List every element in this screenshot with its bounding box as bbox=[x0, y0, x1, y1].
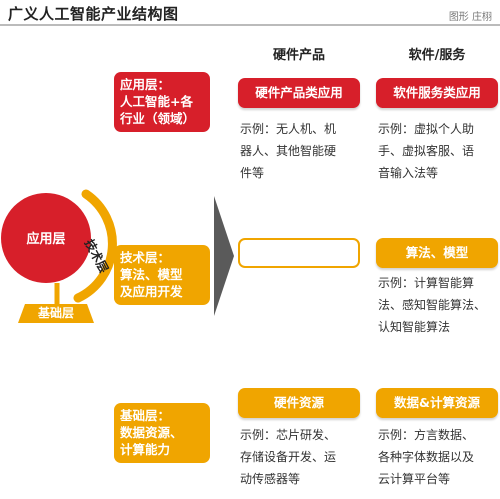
globe-illustration bbox=[1, 189, 117, 323]
hardware-tech-empty-box bbox=[238, 238, 360, 268]
hardware-app-example: 示例：无人机、机 器人、其他智能硬 件等 bbox=[240, 122, 337, 180]
app-layer-label: 应用层： 人工智能+各 行业（领域） bbox=[114, 72, 210, 132]
software-base-example: 示例：方言数据、 各种字体数据以及 云计算平台等 bbox=[378, 428, 475, 486]
software-app-pill: 软件服务类应用 bbox=[376, 78, 498, 108]
software-tech-example: 示例：计算智能算 法、感知智能算法、 认知智能算法 bbox=[378, 276, 487, 334]
globe-base bbox=[18, 304, 94, 323]
column-header-hardware: 硬件产品 bbox=[272, 48, 325, 63]
hardware-app-pill: 硬件产品类应用 bbox=[238, 78, 360, 108]
tech-layer-label-line: 算法、模型 bbox=[120, 267, 183, 282]
title-divider bbox=[0, 24, 500, 26]
hardware-base-pill: 硬件资源 bbox=[238, 388, 360, 418]
image-credit: 图形 庄栩 bbox=[448, 12, 492, 23]
globe-app-label: 应用层 bbox=[26, 232, 66, 247]
software-tech-pill: 算法、模型 bbox=[376, 238, 498, 268]
base-layer-label-line: 计算能力 bbox=[120, 442, 171, 457]
column-header-software: 软件/服务 bbox=[408, 48, 466, 63]
hardware-base-example: 示例：芯片研发、 存储设备开发、运 动传感器等 bbox=[240, 428, 337, 486]
application-globe bbox=[1, 193, 91, 283]
tech-layer-label: 技术层： 算法、模型 及应用开发 bbox=[114, 245, 210, 305]
base-layer-label-line: 基础层： bbox=[120, 408, 171, 423]
software-app-example: 示例：虚拟个人助 手、虚拟客服、语 音输入法等 bbox=[378, 122, 475, 180]
page-title: 广义人工智能产业结构图 bbox=[8, 5, 179, 23]
tech-layer-label-line: 技术层： bbox=[120, 250, 171, 265]
right-arrow bbox=[214, 196, 234, 316]
app-layer-label-line: 行业（领域） bbox=[120, 111, 196, 126]
technology-arc bbox=[73, 189, 117, 303]
app-layer-label-line: 应用层： bbox=[120, 77, 171, 92]
software-base-pill: 数据&计算资源 bbox=[376, 388, 498, 418]
app-layer-label-line: 人工智能+各 bbox=[120, 94, 193, 109]
tech-layer-label-line: 及应用开发 bbox=[120, 284, 183, 299]
base-layer-label: 基础层： 数据资源、 计算能力 bbox=[114, 403, 210, 463]
base-layer-label-line: 数据资源、 bbox=[120, 425, 183, 440]
globe-base-label: 基础层 bbox=[37, 306, 74, 320]
